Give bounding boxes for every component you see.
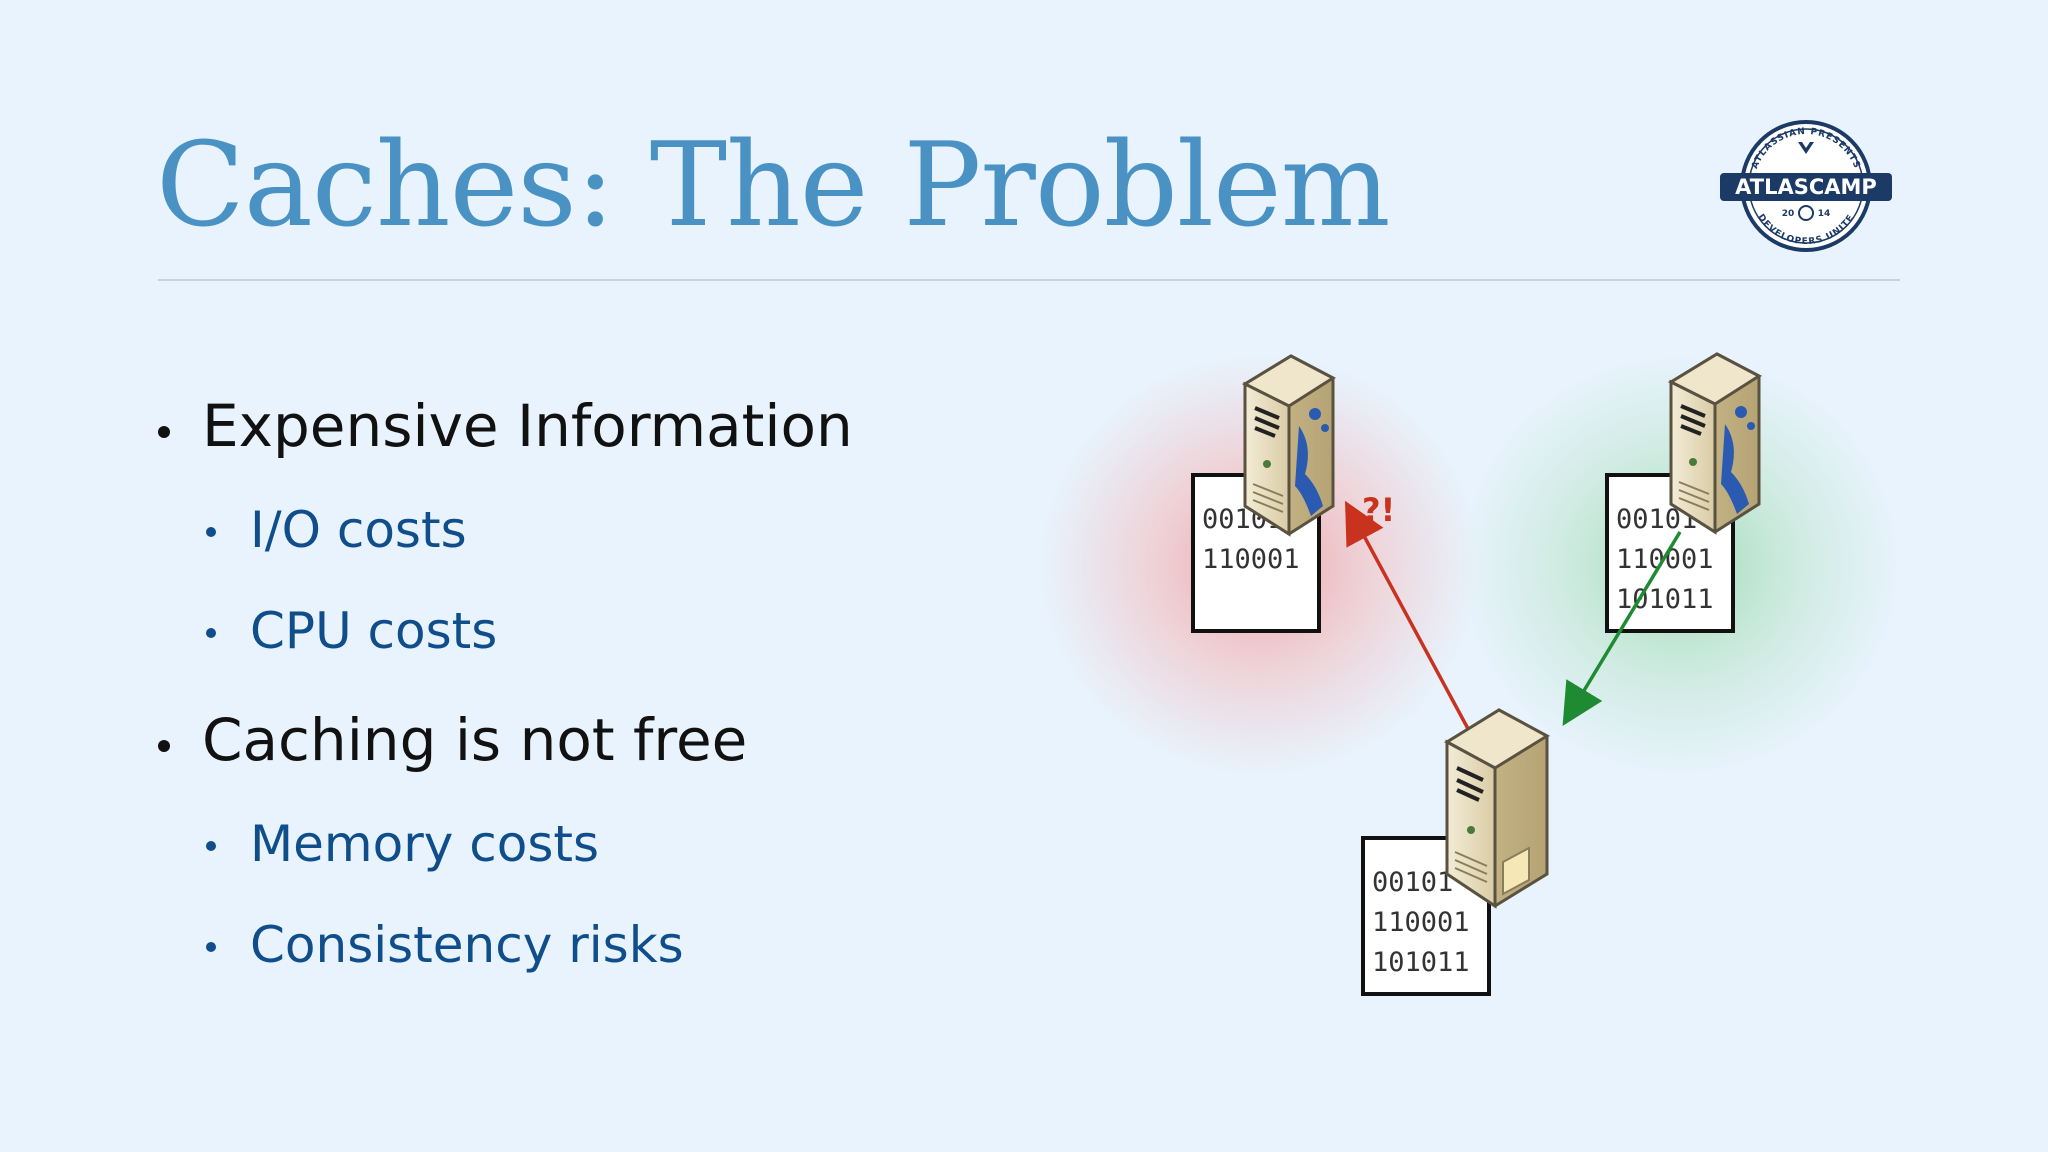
stale-arrow bbox=[1345, 500, 1475, 739]
fresh-arrow bbox=[1562, 531, 1682, 726]
sub-bullet-marker bbox=[206, 942, 216, 952]
slide-title: Caches: The Problem bbox=[156, 118, 1391, 253]
atlascamp-logo: ATLASSIAN PRESENTS DEVELOPERS UNITE ATLA… bbox=[1720, 120, 1892, 252]
sub-bullet-consistency-risks: Consistency risks bbox=[250, 916, 684, 974]
logo-year-left: 20 bbox=[1782, 209, 1795, 219]
right-server-icon bbox=[1667, 352, 1762, 535]
logo-name: ATLASCAMP bbox=[1735, 175, 1877, 199]
sub-bullet-io-costs: I/O costs bbox=[250, 501, 467, 559]
cache-server-icon bbox=[1444, 708, 1550, 909]
bottom-doc-line-3: 101011 bbox=[1372, 947, 1470, 978]
bullet-expensive-information: Expensive Information bbox=[202, 392, 853, 460]
sub-bullet-marker bbox=[206, 841, 216, 851]
sub-bullet-marker bbox=[206, 527, 216, 537]
left-doc-line-2: 110001 bbox=[1202, 544, 1300, 575]
bullet-marker bbox=[158, 426, 170, 438]
globe-icon bbox=[1798, 205, 1814, 221]
cache-diagram: 00101 110001 00101 110001 101011 bbox=[1040, 352, 1900, 996]
bottom-doc-line-2: 110001 bbox=[1372, 907, 1470, 938]
bottom-doc-line-1: 00101 bbox=[1372, 867, 1453, 898]
sub-bullet-cpu-costs: CPU costs bbox=[250, 602, 498, 660]
atlassian-mark-icon bbox=[1798, 142, 1814, 154]
sub-bullet-marker bbox=[206, 628, 216, 638]
sub-bullet-memory-costs: Memory costs bbox=[250, 815, 600, 873]
alert-mark: ?! bbox=[1362, 491, 1395, 529]
bullet-caching-not-free: Caching is not free bbox=[202, 706, 748, 774]
left-server-icon bbox=[1241, 354, 1336, 537]
bullet-marker bbox=[158, 740, 170, 752]
title-divider bbox=[158, 279, 1900, 281]
logo-year-right: 14 bbox=[1818, 209, 1831, 219]
folder-icon bbox=[1502, 846, 1530, 896]
